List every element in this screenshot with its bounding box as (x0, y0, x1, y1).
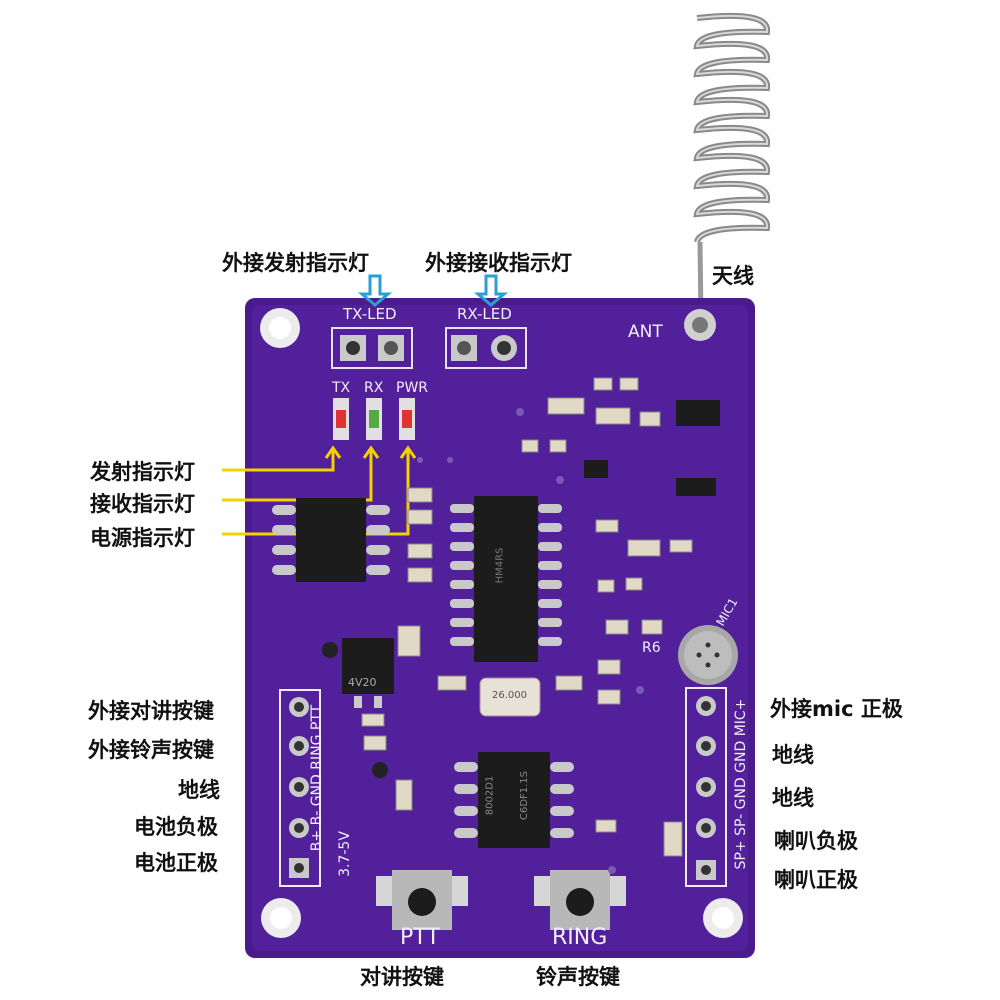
right-header (685, 687, 727, 887)
ic-audio (454, 752, 574, 848)
smd-components (361, 377, 693, 857)
label-ground-right-2: 地线 (772, 786, 814, 810)
label-speaker-neg: 喇叭负极 (774, 829, 858, 853)
silk-rx-led: RX-LED (457, 305, 512, 323)
ic-left (272, 498, 390, 582)
chip-marking-audio-2: C6DF1.1S (519, 770, 531, 821)
label-antenna: 天线 (712, 264, 754, 288)
label-tx-indicator: 发射指示灯 (90, 460, 195, 484)
voltage-regulator (342, 638, 394, 708)
rx-led-header (445, 327, 527, 369)
vias (322, 408, 644, 874)
silk-rx: RX (364, 380, 384, 396)
status-leds (333, 398, 415, 440)
tx-led-header (331, 327, 413, 369)
chip-marking-audio: 8002D1 (484, 775, 496, 816)
silk-ant: ANT (628, 322, 663, 342)
regulator-marking: 4V20 (348, 676, 377, 689)
label-battery-pos: 电池正极 (134, 851, 218, 875)
silk-r6: R6 (642, 640, 661, 656)
label-rx-led-ext: 外接接收指示灯 (425, 251, 572, 275)
label-power-indicator: 电源指示灯 (90, 526, 195, 550)
label-ext-ptt: 外接对讲按键 (88, 699, 214, 723)
left-header (279, 689, 321, 887)
label-rx-indicator: 接收指示灯 (90, 492, 195, 516)
microphone (678, 625, 738, 685)
silk-tx-led: TX-LED (343, 305, 397, 323)
label-ground-left: 地线 (178, 778, 220, 802)
crystal-marking: 26.000 (492, 690, 527, 701)
silk-pwr: PWR (396, 380, 429, 396)
ptt-tact-switch (376, 870, 468, 930)
label-mic-pos: 外接mic 正极 (770, 697, 903, 721)
chip-marking-main: HM4RS (494, 547, 506, 584)
silk-voltage: 3.7-5V (337, 831, 353, 877)
silk-tx: TX (332, 380, 351, 396)
ring-tact-switch (534, 870, 626, 930)
silk-ring: RING (552, 925, 608, 950)
silk-left-header: B+ B- GND RING PTT (309, 704, 325, 852)
down-arrow-icon (357, 274, 509, 307)
mounting-hole (260, 308, 743, 938)
silk-right-header: SP+ SP- GND GND MIC+ (733, 698, 749, 870)
label-ext-ring: 外接铃声按键 (88, 738, 214, 762)
silk-ptt: PTT (400, 925, 440, 950)
crystal (479, 677, 541, 717)
ic-main (450, 496, 562, 662)
label-speaker-pos: 喇叭正极 (774, 868, 858, 892)
label-battery-neg: 电池负极 (134, 815, 218, 839)
label-tx-led-ext: 外接发射指示灯 (222, 251, 369, 275)
label-ptt-button: 对讲按键 (360, 965, 444, 989)
transistors (584, 400, 720, 496)
label-ring-button: 铃声按键 (536, 965, 620, 989)
label-ground-right-1: 地线 (772, 743, 814, 767)
